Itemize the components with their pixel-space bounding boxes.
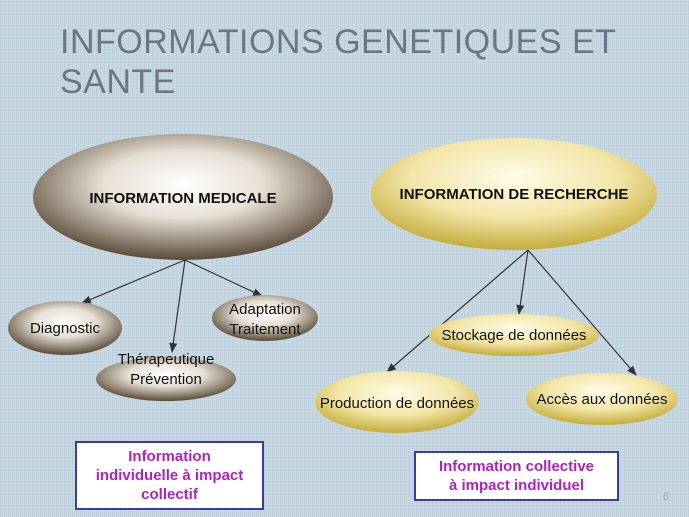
node-acces: Accès aux données — [526, 373, 678, 425]
medical-connectors — [81, 259, 263, 353]
arrow-to-adaptation — [184, 259, 263, 297]
node-acces-label: Accès aux données — [537, 391, 668, 408]
medical-impact-box: Information individuelle à impact collec… — [75, 441, 264, 510]
arrow-to-stockage — [516, 249, 529, 315]
node-information-medicale-label: INFORMATION MEDICALE — [89, 190, 276, 207]
research-impact-text: Information collective à impact individu… — [438, 458, 595, 494]
slide-title: INFORMATIONS GENETIQUES ET SANTE — [60, 22, 660, 102]
arrow-to-production — [386, 249, 529, 373]
node-production: Production de données — [315, 371, 479, 433]
node-diagnostic: Diagnostic — [8, 301, 122, 355]
node-adaptation-label-1: Adaptation — [229, 301, 301, 318]
medical-impact-text: Information individuelle à impact collec… — [95, 448, 244, 503]
node-diagnostic-label: Diagnostic — [30, 320, 101, 337]
node-therapeutique-label-2: Prévention — [130, 371, 202, 388]
node-stockage-label: Stockage de données — [441, 327, 586, 344]
node-information-recherche: INFORMATION DE RECHERCHE — [371, 138, 657, 250]
research-impact-box: Information collective à impact individu… — [414, 451, 619, 501]
arrow-to-diagnostic — [81, 259, 186, 304]
slide-title-text: INFORMATIONS GENETIQUES ET SANTE — [60, 23, 617, 101]
node-therapeutique-label-1: Thérapeutique — [118, 351, 215, 368]
node-adaptation: Adaptation Traitement — [212, 295, 318, 341]
arrow-to-therapeutique — [169, 259, 186, 353]
node-therapeutique: Thérapeutique Prévention — [96, 351, 236, 401]
research-connectors — [386, 249, 637, 376]
node-information-medicale: INFORMATION MEDICALE — [33, 134, 333, 260]
node-stockage: Stockage de données — [429, 314, 599, 356]
slide-number: 6 — [662, 491, 669, 503]
node-information-recherche-label: INFORMATION DE RECHERCHE — [400, 186, 629, 203]
arrow-to-acces — [527, 249, 637, 376]
node-adaptation-label-2: Traitement — [229, 321, 301, 338]
node-production-label: Production de données — [320, 395, 474, 412]
